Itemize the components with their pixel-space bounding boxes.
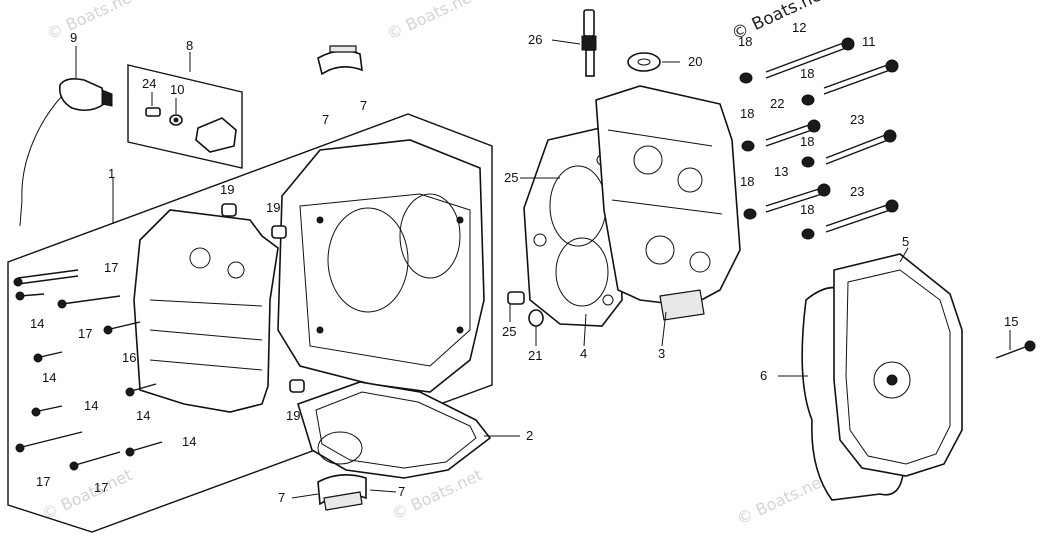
label-19a: 19 bbox=[220, 182, 234, 197]
watermark: © Boats.net bbox=[39, 465, 135, 523]
label-7c: 7 bbox=[278, 490, 285, 505]
kit-parts bbox=[145, 92, 237, 153]
label-18f: 18 bbox=[800, 202, 814, 217]
label-14e: 14 bbox=[182, 434, 196, 449]
part-labels: 1 2 3 4 5 6 7 7 7 7 8 9 10 11 12 13 14 1… bbox=[30, 20, 1018, 505]
dowel-pins bbox=[221, 203, 305, 393]
washers-18 bbox=[739, 72, 815, 240]
watermark: © Boats.net bbox=[734, 470, 830, 528]
bolts-right bbox=[765, 37, 899, 233]
label-18e: 18 bbox=[740, 174, 754, 189]
label-6: 6 bbox=[760, 368, 767, 383]
label-18b: 18 bbox=[800, 66, 814, 81]
label-13: 13 bbox=[774, 164, 788, 179]
label-25a: 25 bbox=[504, 170, 518, 185]
cylinder-block-panel bbox=[7, 113, 493, 533]
label-23b: 23 bbox=[850, 184, 864, 199]
label-18a: 18 bbox=[738, 34, 752, 49]
label-7: 7 bbox=[322, 112, 329, 127]
leader-lines bbox=[112, 39, 1011, 499]
label-2: 2 bbox=[526, 428, 533, 443]
label-24: 24 bbox=[142, 76, 156, 91]
cylinder-frame bbox=[277, 139, 485, 393]
spark-plug bbox=[581, 9, 597, 77]
label-19c: 19 bbox=[286, 408, 300, 423]
label-23a: 23 bbox=[850, 112, 864, 127]
label-5: 5 bbox=[902, 234, 909, 249]
label-16: 16 bbox=[122, 350, 136, 365]
label-22: 22 bbox=[770, 96, 784, 111]
gasket-lower bbox=[297, 381, 492, 479]
label-19b: 19 bbox=[266, 200, 280, 215]
watermark: © Boats.net bbox=[384, 0, 480, 44]
label-12: 12 bbox=[792, 20, 806, 35]
watermark: © Boats.net bbox=[44, 0, 140, 44]
label-26: 26 bbox=[528, 32, 542, 47]
label-17d: 17 bbox=[94, 480, 108, 495]
label-17c: 17 bbox=[36, 474, 50, 489]
label-14d: 14 bbox=[136, 408, 150, 423]
label-4: 4 bbox=[580, 346, 587, 361]
head-cover bbox=[833, 253, 963, 477]
label-21: 21 bbox=[528, 348, 542, 363]
label-14b: 14 bbox=[42, 370, 56, 385]
label-11: 11 bbox=[862, 34, 876, 49]
crankcase-block bbox=[133, 209, 279, 413]
label-10: 10 bbox=[170, 82, 184, 97]
washer-20 bbox=[627, 52, 661, 72]
label-17b: 17 bbox=[78, 326, 92, 341]
bolt-15 bbox=[995, 340, 1036, 359]
label-18c: 18 bbox=[740, 106, 754, 121]
label-9: 9 bbox=[70, 30, 77, 45]
clamp-top bbox=[317, 45, 363, 76]
label-18d: 18 bbox=[800, 134, 814, 149]
label-3: 3 bbox=[658, 346, 665, 361]
label-7d: 7 bbox=[398, 484, 405, 499]
label-14c: 14 bbox=[84, 398, 98, 413]
label-20: 20 bbox=[688, 54, 702, 69]
bolts-left bbox=[13, 269, 163, 471]
thermo-switch bbox=[19, 46, 113, 227]
label-14a: 14 bbox=[30, 316, 44, 331]
cylinder-head bbox=[595, 85, 741, 321]
label-25b: 25 bbox=[502, 324, 516, 339]
kit-panel bbox=[127, 64, 243, 169]
label-1: 1 bbox=[108, 166, 115, 181]
label-15: 15 bbox=[1004, 314, 1018, 329]
label-17a: 17 bbox=[104, 260, 118, 275]
clamp-bottom bbox=[317, 474, 367, 511]
label-7b: 7 bbox=[360, 98, 367, 113]
label-8: 8 bbox=[186, 38, 193, 53]
